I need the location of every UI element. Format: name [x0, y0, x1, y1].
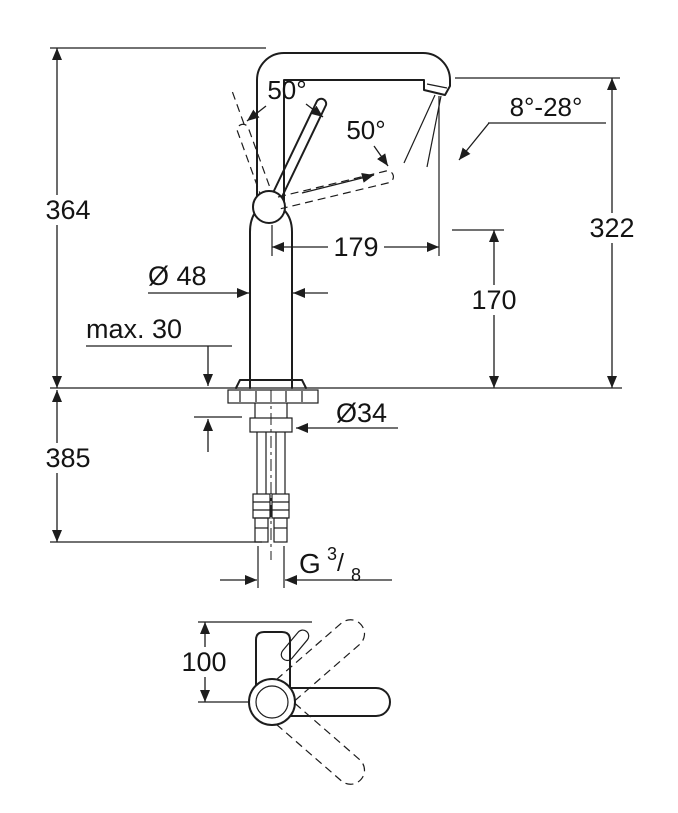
lever-tip	[280, 629, 310, 662]
angle-label-8-28: 8°-28°	[510, 92, 583, 122]
thread-numerator: 3	[327, 544, 337, 564]
base-flange	[235, 379, 307, 389]
angle-50-swivel: 50°	[346, 115, 389, 167]
label-bg	[40, 195, 96, 225]
front-view: 364 322 179 170 Ø 48	[40, 47, 640, 588]
hose-thread-end	[254, 517, 269, 543]
dimension-322: 322	[455, 77, 640, 388]
top-view: 100	[178, 619, 391, 785]
lever-dashed-down	[276, 702, 366, 785]
dimension-100: 100	[178, 621, 312, 703]
dim-label-170: 170	[471, 285, 516, 315]
lever-tip-group	[280, 629, 310, 662]
lever-dashed-up	[276, 619, 366, 702]
angle-label-50-open: 50°	[267, 75, 306, 105]
mounting-plate	[227, 389, 319, 404]
dim-label-385: 385	[45, 443, 90, 473]
spray-angle-lines	[403, 94, 442, 168]
spray-line-outer	[403, 94, 436, 164]
handle-dashed-left	[236, 123, 274, 200]
handle-dashed-right	[277, 170, 394, 210]
below-deck-assembly	[227, 389, 319, 560]
lever-solid	[289, 687, 391, 717]
handle-leader-line	[301, 173, 375, 194]
handle-positions	[230, 87, 394, 224]
hose-connector	[252, 493, 271, 519]
angle-arrow	[373, 145, 389, 167]
dimension-170: 170	[452, 229, 522, 388]
dim-label-179: 179	[333, 232, 378, 262]
thread-denominator: 8	[351, 565, 361, 585]
angle-arrow-right	[305, 103, 324, 118]
label-bg	[466, 285, 522, 315]
angle-8-28: 8°-28°	[458, 92, 606, 161]
thread-letter: G	[299, 548, 321, 579]
leader-arrow	[458, 122, 490, 161]
dimension-max30: max. 30	[86, 314, 242, 452]
label-bg	[584, 213, 640, 243]
handle-solid-lever	[270, 97, 328, 202]
lever-outline	[276, 619, 366, 702]
hose-thread-end	[273, 517, 288, 543]
dim-label-max30: max. 30	[86, 314, 182, 344]
label-bg	[328, 232, 384, 262]
dimension-364: 364	[40, 47, 266, 388]
dimension-385: 385	[40, 390, 262, 543]
top-view-lever-positions	[276, 619, 391, 785]
dim-label-d48: Ø 48	[148, 261, 207, 291]
lever-outline	[276, 702, 366, 785]
angle-label-50-swivel: 50°	[346, 115, 385, 145]
dimension-179: 179	[271, 96, 440, 262]
handle-dashed-extension	[230, 87, 245, 125]
dimension-d48: Ø 48	[148, 261, 328, 298]
dome-outline	[255, 631, 291, 689]
handle-ball-joint	[252, 190, 286, 224]
dimension-d34: Ø34	[296, 398, 398, 433]
body-inner-circle	[255, 685, 289, 719]
dim-label-d34: Ø34	[336, 398, 387, 428]
label-bg	[178, 647, 230, 677]
label-bg	[40, 443, 96, 473]
aerator-line	[426, 83, 448, 89]
top-view-handle-dome	[255, 629, 310, 689]
dim-label-364: 364	[45, 195, 90, 225]
thread-slash: /	[337, 549, 344, 577]
angle-50-open: 50°	[246, 75, 324, 122]
dim-label-100: 100	[181, 647, 226, 677]
dim-label-322: 322	[589, 213, 634, 243]
hose-connector	[271, 493, 290, 519]
angle-arrow-left	[246, 105, 267, 122]
dimension-g38: G 3 / 8	[220, 544, 392, 588]
